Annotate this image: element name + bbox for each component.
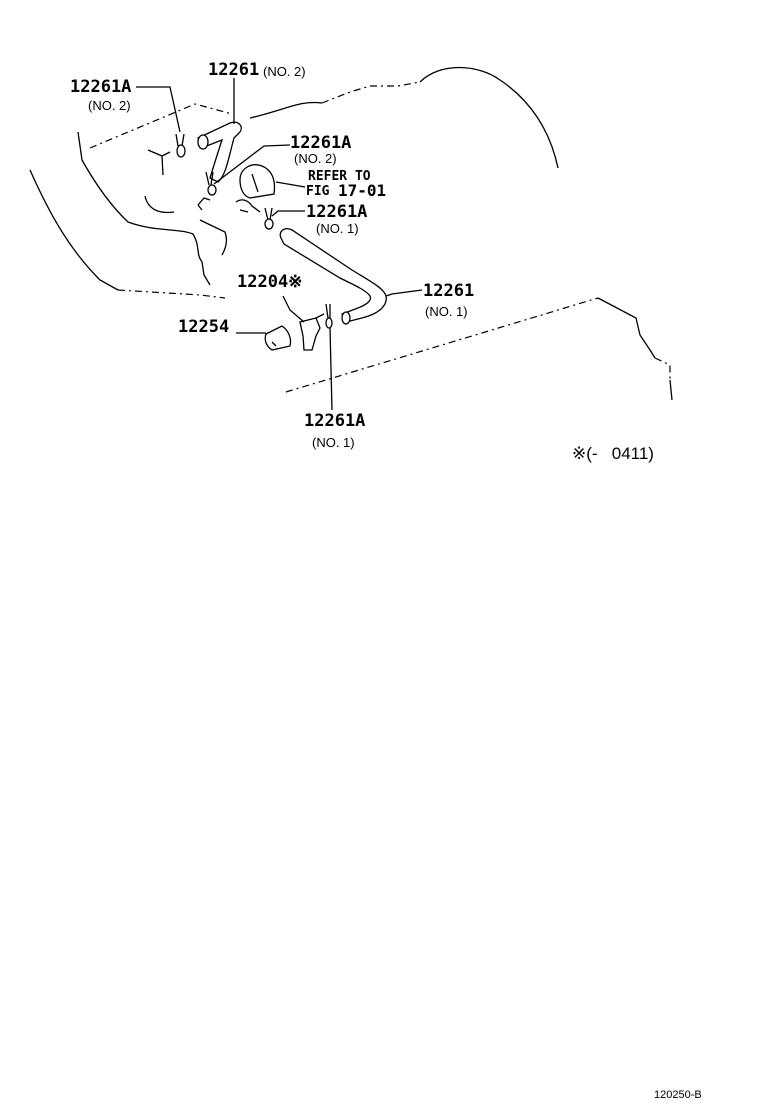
label-12204: 12204※ xyxy=(237,272,302,292)
elbow-pipe xyxy=(235,199,261,213)
label-12261a-mid-no1-sub: (NO. 1) xyxy=(316,221,359,236)
clamp-a-mid-no1 xyxy=(264,207,274,230)
label-12261a-top: 12261A xyxy=(70,77,131,97)
label-12261a-mid-no2-sub: (NO. 2) xyxy=(294,151,337,166)
label-12261a-bottom: 12261A xyxy=(304,411,365,431)
engine-outline xyxy=(29,66,673,401)
label-12261-no1-sub: (NO. 1) xyxy=(425,304,468,319)
hose-no2 xyxy=(197,121,242,183)
label-12261-no1: 12261 xyxy=(423,281,474,301)
label-12261a-bottom-sub: (NO. 1) xyxy=(312,435,355,450)
pcv-valve xyxy=(299,313,325,351)
clamp-a-mid-no2 xyxy=(205,171,217,196)
grommet xyxy=(264,325,292,351)
refer-line1: REFER TO xyxy=(308,169,371,184)
refer-fig-number: 17-01 xyxy=(338,181,386,200)
leader-lines xyxy=(136,78,423,411)
pipe-stub-left xyxy=(147,149,171,176)
refer-fig-prefix: FIG xyxy=(306,184,330,199)
label-12261a-mid-no2: 12261A xyxy=(290,133,351,153)
label-12261-no2: 12261 xyxy=(208,60,259,80)
clamp-a-bottom xyxy=(325,303,333,329)
label-12254: 12254 xyxy=(178,317,229,337)
figure-code: 120250-B xyxy=(654,1089,702,1101)
clamp-a-top xyxy=(175,133,186,158)
hose-no1 xyxy=(279,228,387,325)
label-12261a-mid-no1: 12261A xyxy=(306,202,367,222)
pcv-cap xyxy=(239,164,276,199)
production-note: ※(- 0411) xyxy=(572,444,654,463)
label-12261-no2-sub: (NO. 2) xyxy=(263,64,306,79)
small-pipe xyxy=(197,197,211,211)
label-12261a-top-sub: (NO. 2) xyxy=(88,98,131,113)
